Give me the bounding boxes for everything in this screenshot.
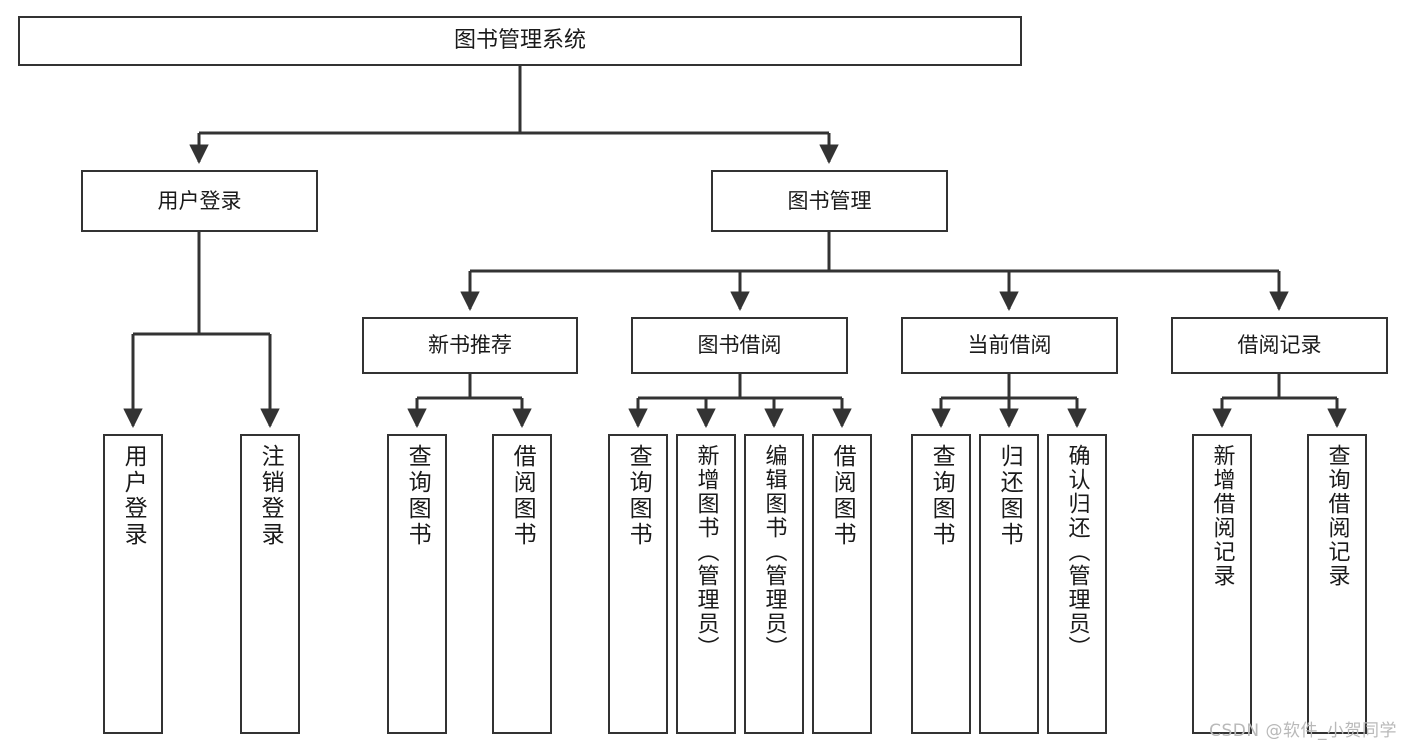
node-user-login-label: 用户登录 bbox=[157, 188, 242, 213]
leaf-borrow-book-1-label: 借阅图书 bbox=[509, 444, 536, 548]
leaf-add-record-label: 新增借阅记录 bbox=[1209, 444, 1235, 588]
leaf-query-book-1-label: 查询图书 bbox=[404, 444, 431, 548]
leaf-query-record-label: 查询借阅记录 bbox=[1324, 444, 1350, 588]
leaf-query-book-3[interactable]: 查询图书 bbox=[911, 434, 971, 734]
leaf-query-record[interactable]: 查询借阅记录 bbox=[1307, 434, 1367, 734]
leaf-query-book-3-label: 查询图书 bbox=[928, 444, 955, 548]
node-borrow-record[interactable]: 借阅记录 bbox=[1171, 317, 1388, 374]
leaf-borrow-book-1[interactable]: 借阅图书 bbox=[492, 434, 552, 734]
leaf-add-record[interactable]: 新增借阅记录 bbox=[1192, 434, 1252, 734]
node-new-book-recommend-label: 新书推荐 bbox=[428, 333, 512, 358]
leaf-user-login[interactable]: 用户登录 bbox=[103, 434, 163, 734]
leaf-return-book[interactable]: 归还图书 bbox=[979, 434, 1039, 734]
leaf-add-book[interactable]: 新增图书（管理员） bbox=[676, 434, 736, 734]
leaf-borrow-book-2-label: 借阅图书 bbox=[829, 444, 856, 548]
leaf-query-book-1[interactable]: 查询图书 bbox=[387, 434, 447, 734]
node-new-book-recommend[interactable]: 新书推荐 bbox=[362, 317, 578, 374]
leaf-user-logout[interactable]: 注销登录 bbox=[240, 434, 300, 734]
node-current-borrow[interactable]: 当前借阅 bbox=[901, 317, 1118, 374]
leaf-edit-book[interactable]: 编辑图书（管理员） bbox=[744, 434, 804, 734]
node-book-management[interactable]: 图书管理 bbox=[711, 170, 948, 232]
leaf-add-book-label: 新增图书（管理员） bbox=[693, 444, 719, 660]
leaf-query-book-2-label: 查询图书 bbox=[625, 444, 652, 548]
node-user-login[interactable]: 用户登录 bbox=[81, 170, 318, 232]
csdn-watermark: CSDN @软件_小贺同学 bbox=[1209, 721, 1397, 741]
leaf-confirm-return[interactable]: 确认归还（管理员） bbox=[1047, 434, 1107, 734]
leaf-user-login-label: 用户登录 bbox=[120, 444, 147, 548]
node-root[interactable]: 图书管理系统 bbox=[18, 16, 1022, 66]
node-book-management-label: 图书管理 bbox=[787, 188, 872, 213]
leaf-query-book-2[interactable]: 查询图书 bbox=[608, 434, 668, 734]
leaf-edit-book-label: 编辑图书（管理员） bbox=[761, 444, 787, 660]
node-current-borrow-label: 当前借阅 bbox=[967, 333, 1052, 358]
leaf-borrow-book-2[interactable]: 借阅图书 bbox=[812, 434, 872, 734]
node-root-label: 图书管理系统 bbox=[453, 28, 586, 54]
node-book-borrow[interactable]: 图书借阅 bbox=[631, 317, 848, 374]
node-book-borrow-label: 图书借阅 bbox=[697, 333, 782, 358]
leaf-user-logout-label: 注销登录 bbox=[257, 444, 284, 548]
node-borrow-record-label: 借阅记录 bbox=[1237, 333, 1322, 358]
leaf-return-book-label: 归还图书 bbox=[996, 444, 1023, 548]
leaf-confirm-return-label: 确认归还（管理员） bbox=[1064, 444, 1090, 660]
